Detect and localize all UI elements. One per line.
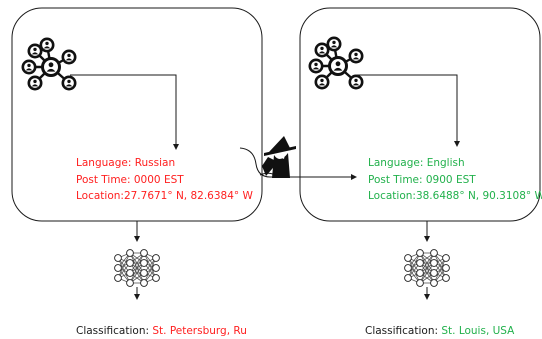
- left-location-label: Location:27.7671° N, 82.6384° W: [76, 190, 253, 202]
- right-post-time-label: Post Time: 0900 EST: [368, 173, 476, 186]
- right-neural-network-icon: [404, 249, 450, 287]
- right-classification-value: St. Louis, USA: [441, 325, 515, 337]
- left-social-network-icon: [23, 39, 75, 89]
- left-neural-network-icon: [114, 249, 160, 287]
- right-language-label: Language: English: [368, 157, 465, 169]
- right-classification-label: Classification:: [365, 325, 442, 337]
- left-metadata-block: Language: Russian Post Time: 0000 EST Lo…: [76, 155, 253, 205]
- left-classification-caption: Classification: St. Petersburg, Ru: [76, 325, 247, 337]
- right-panel-box: [299, 7, 541, 222]
- left-post-time-label: Post Time: 0000 EST: [76, 173, 184, 186]
- right-social-network-icon: [310, 38, 362, 88]
- spy-icon: [259, 136, 296, 178]
- right-metadata-block: Language: English Post Time: 0900 EST Lo…: [368, 155, 542, 205]
- right-network-connector: [357, 74, 460, 147]
- right-classification-caption: Classification: St. Louis, USA: [365, 325, 514, 337]
- left-classification-label: Classification:: [76, 325, 153, 337]
- left-classification-value: St. Petersburg, Ru: [152, 325, 247, 337]
- right-location-label: Location:38.6488° N, 90.3108° W: [368, 190, 542, 202]
- transfer-arrow: [239, 147, 357, 180]
- left-language-label: Language: Russian: [76, 157, 176, 169]
- left-network-connector: [70, 74, 179, 150]
